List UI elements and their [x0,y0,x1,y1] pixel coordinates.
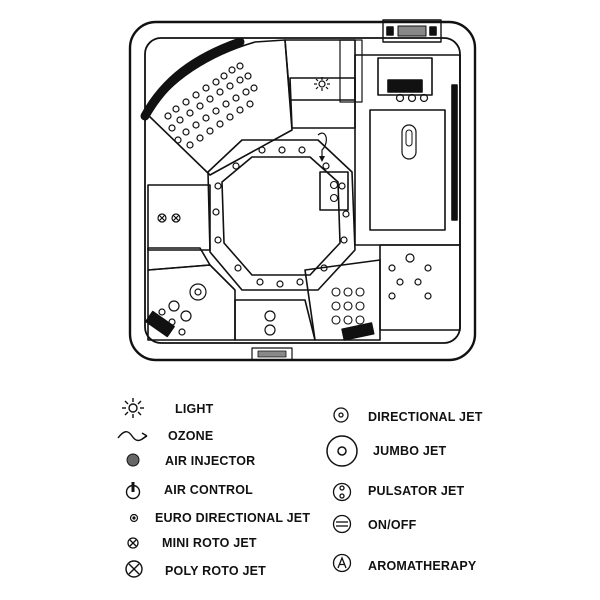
top-control-panel [382,19,442,43]
ozone-marker [317,132,327,158]
lounger-control-inner [405,129,413,147]
directional-jet-icon [333,407,349,423]
right-lounger-armrest [451,84,458,221]
ozone-icon [117,431,148,442]
spa-outer-shell [128,20,477,362]
right-lounger-head [377,57,433,96]
diamond-step [319,171,349,211]
bottom-control-panel [251,347,293,361]
legend-label-on-off: ON/OFF [368,518,417,532]
pulsator-jet-icon [332,482,352,502]
jumbo-jet-icon [326,435,358,467]
light-icon [122,398,144,418]
top-left-corner-seat [147,39,293,176]
top-middle-seat [284,39,356,101]
lounger-control-oval [401,124,417,160]
spa-layout-diagram [128,19,477,362]
top-control-button-left [386,26,394,36]
on-off-icon [332,514,352,534]
footwell-jets [212,146,350,288]
legend-label-euro-directional-jet: EURO DIRECTIONAL JET [155,511,311,525]
bottom-control-grille [257,350,287,358]
poly-roto-jet-icon [125,560,143,578]
euro-directional-jet-icon [129,513,139,523]
legend-label-mini-roto-jet: MINI ROTO JET [162,536,257,550]
left-side-seat [147,184,211,251]
bottom-left-seat-jets [158,283,207,336]
ozone-arrow [319,156,325,162]
right-bottom-seat-jets [388,253,432,300]
legend-label-poly-roto-jet: POLY ROTO JET [165,564,267,578]
footwell-inner [221,156,341,276]
top-middle-seat-cushion [289,77,356,129]
bottom-right-seat-jets [331,287,365,325]
legend-label-pulsator-jet: PULSATOR JET [368,484,465,498]
legend-label-air-control: AIR CONTROL [164,483,253,497]
footwell-outer [207,139,356,291]
light-icon [314,77,330,91]
bottom-left-pillow [145,310,175,338]
legend-label-air-injector: AIR INJECTOR [165,454,256,468]
top-control-button-right [429,26,437,36]
top-control-grille [397,25,427,37]
mini-roto-jet-icon [127,537,139,549]
right-lounger-body [369,109,446,231]
legend-label-light: LIGHT [175,402,214,416]
diamond-step-jets [329,180,339,203]
legend-label-jumbo-jet: JUMBO JET [373,444,447,458]
aromatherapy-icon [332,553,352,573]
right-bottom-seat [379,244,461,331]
bottom-middle-seat [234,299,316,341]
right-lounger-pillow [387,79,423,93]
air-injector-icon [126,453,140,467]
air-control-icon [125,482,141,500]
bottom-right-pillow [341,322,375,341]
lounger-head-jets [395,93,429,103]
bottom-right-seat [304,259,381,341]
legend-label-ozone: OZONE [168,429,214,443]
bottom-middle-jets [264,310,276,336]
left-seat-jets [157,213,181,223]
legend-label-directional-jet: DIRECTIONAL JET [368,410,483,424]
corner-seat-jets [164,62,258,149]
legend-label-aromatherapy: AROMATHERAPY [368,559,477,573]
filter-lid [339,39,363,103]
top-left-seat-backrest [140,37,245,121]
